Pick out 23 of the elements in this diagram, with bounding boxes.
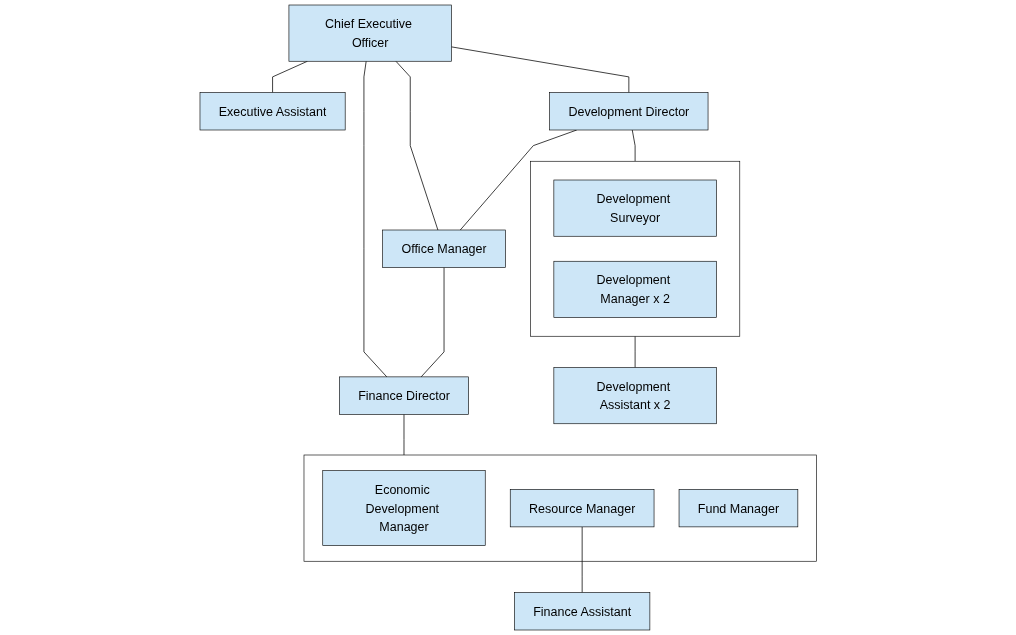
node-box: Economic Development Manager <box>322 470 486 546</box>
cluster <box>303 454 817 562</box>
node-box: Resource Manager <box>509 489 655 528</box>
node-box: Development Assistant x 2 <box>553 367 717 425</box>
connector <box>634 335 636 368</box>
connector <box>631 129 636 162</box>
node-box: Executive Assistant <box>199 92 346 131</box>
connector <box>581 526 583 593</box>
node-box: Development Director <box>549 92 709 131</box>
connector <box>395 60 438 231</box>
connector <box>363 60 387 378</box>
node-box: Office Manager <box>382 229 506 268</box>
connector <box>271 60 308 93</box>
cluster <box>529 160 740 337</box>
node-box: Finance Director <box>338 376 469 415</box>
connector <box>420 267 445 378</box>
node-box: Finance Assistant <box>513 592 650 631</box>
connector <box>450 46 629 93</box>
connector <box>403 414 405 456</box>
node-box: Development Surveyor <box>553 179 717 237</box>
node-box: Chief Executive Officer <box>288 4 452 62</box>
node-box: Fund Manager <box>678 489 798 528</box>
node-box: Development Manager x 2 <box>553 260 717 318</box>
